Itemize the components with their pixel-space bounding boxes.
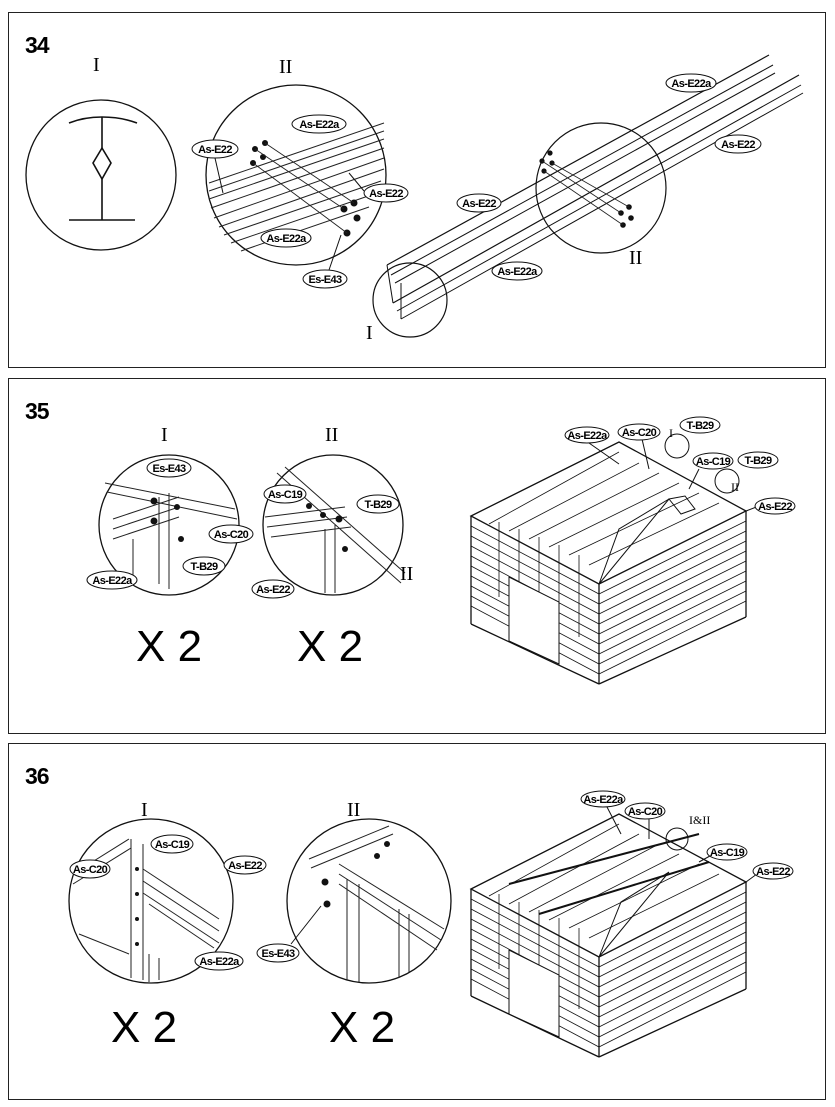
step-35-diagram: 35 I II Es-E43 As-C20 T-B29 As-E22a bbox=[25, 398, 796, 685]
multiplier: X 2 bbox=[297, 622, 363, 671]
detail-callout-2: II bbox=[325, 424, 338, 446]
part-label: As-E22a bbox=[199, 956, 240, 968]
detail-1-circle bbox=[68, 818, 234, 984]
detail-1-circle bbox=[25, 99, 177, 251]
part-label: As-E22 bbox=[198, 144, 232, 156]
detail-callout-1: I bbox=[161, 424, 168, 446]
main-callout-1: I bbox=[366, 322, 373, 344]
shed-illustration bbox=[469, 806, 762, 1058]
detail-callout-2: II bbox=[347, 799, 360, 821]
part-label: As-E22 bbox=[758, 501, 792, 513]
part-label: As-E22 bbox=[462, 198, 496, 210]
part-label: T-B29 bbox=[191, 561, 218, 573]
part-label: As-E22a bbox=[299, 119, 340, 131]
detail-callout-1: I bbox=[93, 54, 100, 76]
step-35-panel: 35 I II Es-E43 As-C20 T-B29 As-E22a bbox=[8, 378, 826, 734]
part-label: As-C20 bbox=[73, 864, 108, 876]
part-label: As-C19 bbox=[268, 489, 303, 501]
step-34-panel: 34 I II As-E22a bbox=[8, 12, 826, 368]
step-number: 36 bbox=[25, 763, 49, 789]
part-label: As-E22 bbox=[369, 188, 403, 200]
detail-2-circle bbox=[286, 818, 452, 984]
step-36-diagram: 36 I II As-C20 As-C19 As-E22 As-E22a bbox=[25, 763, 794, 1058]
part-label: As-E22a bbox=[266, 233, 307, 245]
part-label: As-E22a bbox=[567, 430, 608, 442]
part-label: As-E22 bbox=[721, 139, 755, 151]
main-callout-2: II bbox=[731, 480, 739, 494]
part-label: As-E22a bbox=[583, 794, 624, 806]
part-label: Es-E43 bbox=[308, 274, 342, 286]
part-label: As-C19 bbox=[155, 839, 190, 851]
step-number: 35 bbox=[25, 398, 50, 424]
shed-labels: As-E22a As-C20 As-C19 As-E22 bbox=[580, 790, 794, 880]
step-36-panel: 36 I II As-C20 As-C19 As-E22 As-E22a bbox=[8, 743, 826, 1100]
main-callout: I&II bbox=[689, 813, 710, 827]
detail-1-labels: As-C20 As-C19 As-E22 As-E22a bbox=[69, 834, 267, 971]
part-label: As-E22 bbox=[756, 866, 790, 878]
detail-2-labels: As-E22a As-E22 As-E22 As-E22a Es-E43 bbox=[191, 114, 409, 289]
part-label: As-C20 bbox=[622, 427, 657, 439]
beam-labels: As-E22a As-E22 As-E22 As-E22a bbox=[456, 73, 762, 281]
shed-illustration bbox=[469, 433, 760, 685]
multiplier: X 2 bbox=[136, 622, 202, 671]
detail-2-circle bbox=[205, 84, 387, 266]
shed-labels: As-E22a As-C20 T-B29 As-C19 T-B29 As-E22 bbox=[564, 416, 796, 515]
step-34-diagram: 34 I II As-E22a bbox=[25, 32, 804, 344]
part-label: As-E22a bbox=[92, 575, 133, 587]
main-callout-1: I bbox=[669, 426, 673, 440]
detail-callout-2b: II bbox=[400, 563, 413, 585]
part-label: As-E22a bbox=[671, 78, 712, 90]
step-number: 34 bbox=[25, 32, 50, 58]
part-label: As-E22 bbox=[228, 860, 262, 872]
detail-1-labels: Es-E43 As-C20 T-B29 As-E22a bbox=[86, 458, 254, 590]
part-label: As-E22 bbox=[256, 584, 290, 596]
part-label: Es-E43 bbox=[261, 948, 295, 960]
part-label: As-C19 bbox=[696, 456, 731, 468]
detail-2-labels: As-C19 T-B29 As-E22 bbox=[251, 484, 400, 599]
part-label: T-B29 bbox=[687, 420, 714, 432]
part-label: T-B29 bbox=[745, 455, 772, 467]
detail-1-circle bbox=[98, 454, 240, 596]
part-label: As-C19 bbox=[710, 847, 745, 859]
part-label: As-C20 bbox=[628, 806, 663, 818]
detail-2-labels: Es-E43 bbox=[256, 905, 322, 963]
main-callout-2: II bbox=[629, 247, 642, 269]
detail-callout-2: II bbox=[279, 56, 292, 78]
part-label: T-B29 bbox=[365, 499, 392, 511]
multiplier: X 2 bbox=[329, 1003, 395, 1052]
detail-callout-1: I bbox=[141, 799, 148, 821]
multiplier: X 2 bbox=[111, 1003, 177, 1052]
beam-assembly bbox=[372, 54, 804, 338]
part-label: As-C20 bbox=[214, 529, 249, 541]
part-label: As-E22a bbox=[497, 266, 538, 278]
part-label: Es-E43 bbox=[152, 463, 186, 475]
detail-2-circle bbox=[262, 454, 406, 596]
